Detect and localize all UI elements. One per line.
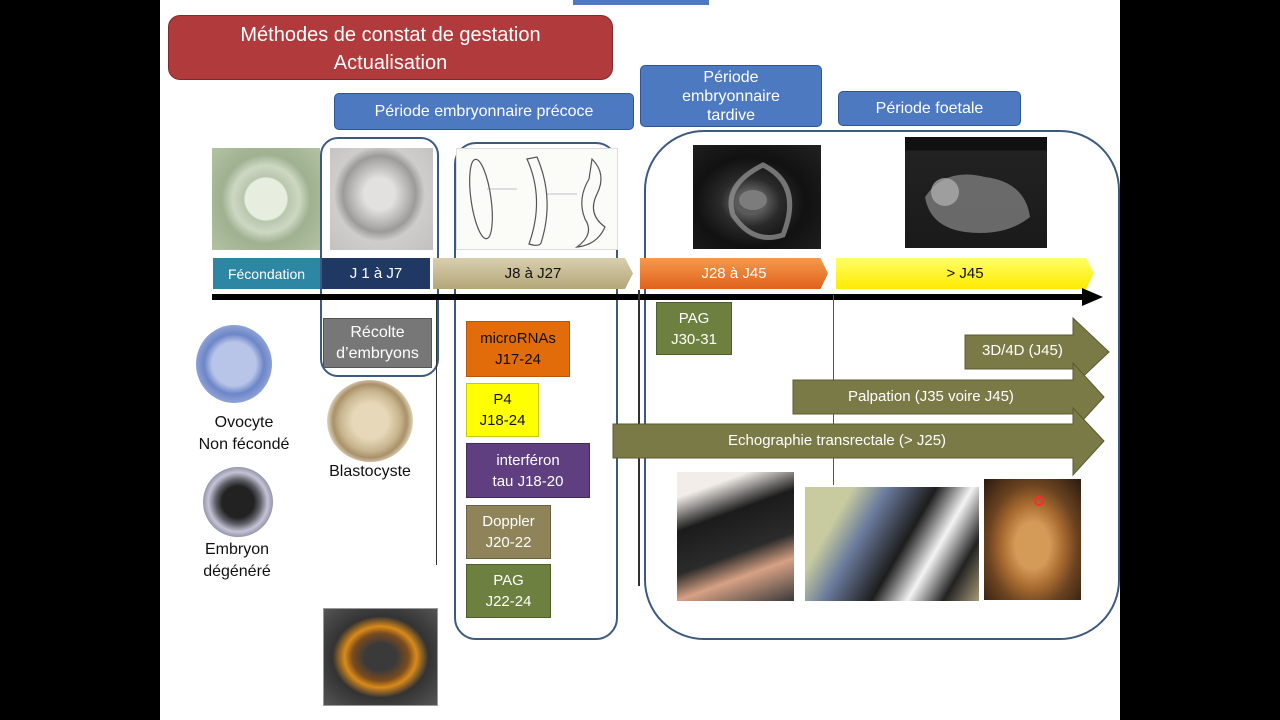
arrow-palpation: [792, 361, 1105, 433]
fecondation-image: [212, 148, 320, 250]
ovocyte-image: [196, 325, 272, 403]
timeline-fecondation: Fécondation: [213, 258, 320, 289]
ovocyte-caption: Ovocyte Non fécondé: [198, 414, 290, 453]
group-frame-late: [644, 130, 1120, 640]
degenerate-embryo-caption: Embryon dégénéré: [203, 541, 271, 580]
doppler-image: [323, 608, 438, 706]
recolte-box: Récolte d’embryons: [323, 318, 432, 368]
period-precoce: Période embryonnaire précoce: [334, 93, 634, 130]
title-line1: Méthodes de constat de gestation: [240, 24, 541, 46]
p4-box: P4 J18-24: [466, 383, 539, 437]
label-3d4d: 3D/4D (J45): [982, 342, 1063, 359]
timeline-j1-j7: J 1 à J7: [322, 258, 430, 289]
group-frame-j1-j7: [320, 137, 439, 377]
blastocyste-image: [327, 380, 413, 462]
top-tab-edge: [573, 0, 709, 5]
morula-image: [330, 148, 433, 250]
interferon-box: interféron tau J18-20: [466, 443, 590, 498]
label-echographie: Echographie transrectale (> J25): [728, 432, 947, 449]
period-foetale: Période foetale: [838, 91, 1021, 126]
palpation-photo-1: [677, 472, 794, 601]
microrna-box: microRNAs J17-24: [466, 321, 570, 377]
fetus-3d-image: [984, 479, 1081, 600]
separator-line-1: [436, 300, 437, 565]
timeline-j8-j27: J8 à J27: [433, 258, 633, 289]
blastocyste-caption: Blastocyste: [329, 463, 411, 480]
pag-early-box: PAG J22-24: [466, 564, 551, 618]
doppler-box: Doppler J20-22: [466, 505, 551, 559]
timeline-after-j45: > J45: [836, 258, 1094, 289]
marker-icon: [1034, 496, 1044, 506]
timeline-j28-j45: J28 à J45: [640, 258, 828, 289]
pag-late-box: PAG J30-31: [656, 302, 732, 355]
label-palpation: Palpation (J35 voire J45): [848, 388, 1014, 405]
arrow-echographie: [612, 406, 1105, 477]
slide: Méthodes de constat de gestation Actuali…: [160, 0, 1120, 720]
time-arrow: [212, 288, 1103, 306]
ultrasound-fetus-image: [905, 137, 1047, 248]
title-line2: Actualisation: [333, 52, 448, 74]
group-frame-j8-j27: [454, 142, 618, 640]
method-arrows: [612, 316, 1110, 477]
title-box: Méthodes de constat de gestation Actuali…: [168, 15, 613, 80]
ultrasound-late-embryo-image: [693, 145, 821, 249]
embryo-elongation-image: [456, 148, 618, 250]
degenerate-embryo-image: [203, 467, 273, 537]
palpation-photo-2: [805, 487, 979, 601]
period-tardive: Période embryonnaire tardive: [640, 65, 822, 127]
